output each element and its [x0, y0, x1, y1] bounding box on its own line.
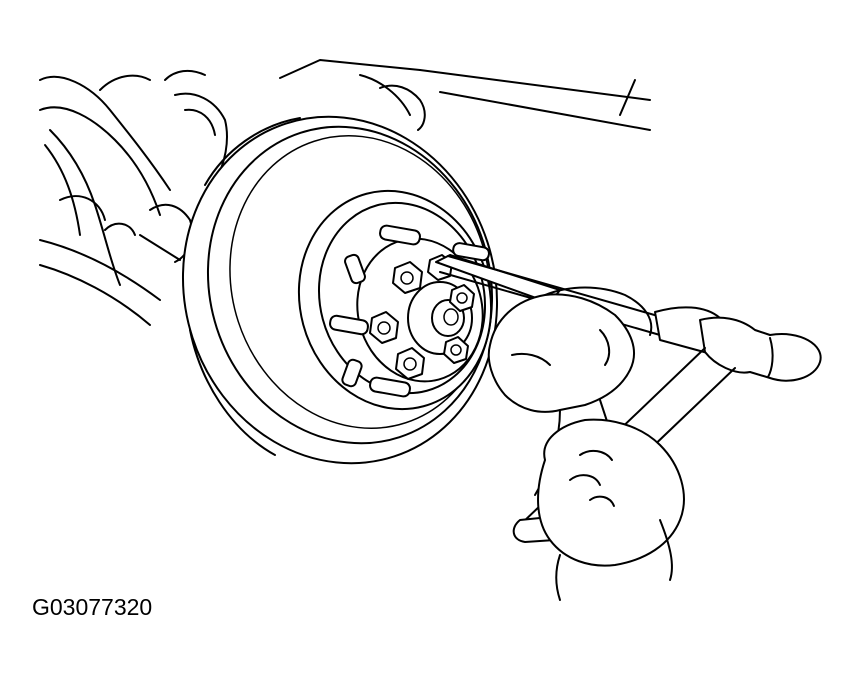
lower-hand [537, 418, 685, 601]
figure-id-label: G03077320 [32, 594, 153, 620]
suspension-frame [39, 59, 651, 326]
lug-nuts [369, 254, 475, 380]
wheel-studs [329, 224, 490, 398]
upper-hand [487, 286, 653, 496]
torque-wrench [512, 306, 822, 543]
